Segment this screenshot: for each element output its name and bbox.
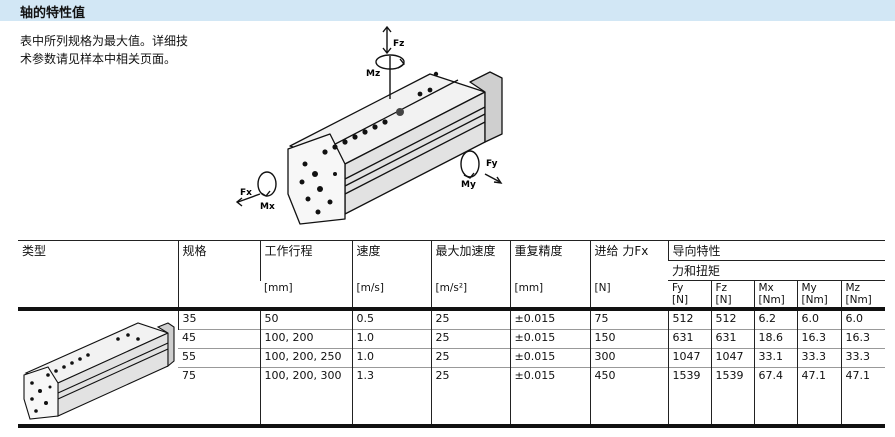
cell-fz: 512 [710, 307, 754, 330]
section-header-bar [0, 0, 895, 21]
intro-line-1: 表中所列规格为最大值。详细技 [20, 34, 189, 48]
cell-mz: 6.0 [840, 307, 886, 330]
subcol-mx: Mx[Nm] [753, 280, 797, 309]
cell-feed: 450 [589, 367, 668, 426]
cell-my: 16.3 [796, 329, 841, 349]
unit-feed: [N] [589, 280, 668, 309]
cell-size: 55 [178, 348, 260, 368]
cell-accel: 25 [430, 307, 510, 330]
cell-my: 47.1 [796, 367, 841, 426]
cell-repeat: ±0.015 [509, 329, 590, 349]
cell-fz: 1047 [710, 348, 754, 368]
cell-fz: 631 [710, 329, 754, 349]
cell-accel: 25 [430, 348, 510, 368]
cell-size: 45 [178, 329, 260, 349]
motor-block [469, 71, 503, 143]
cell-stroke: 100, 200, 250 [259, 348, 352, 368]
cell-stroke: 100, 200 [259, 329, 352, 349]
cell-my: 6.0 [796, 307, 841, 330]
cell-speed: 1.0 [351, 348, 431, 368]
cell-mz: 16.3 [840, 329, 886, 349]
cell-size: 35 [177, 307, 260, 330]
label-my: My [461, 180, 476, 190]
cell-accel: 25 [430, 329, 510, 349]
col-guide: 导向特性 [667, 240, 886, 261]
cell-my: 33.3 [796, 348, 841, 368]
cell-mx: 33.1 [753, 348, 797, 368]
label-fz: Fz [393, 39, 404, 49]
product-image-cell [18, 307, 178, 426]
cell-size: 75 [178, 367, 260, 426]
axis-force-diagram: Fz Mz Fy My Fx Mx [235, 25, 503, 225]
cell-repeat: ±0.015 [509, 367, 590, 426]
subcol-fz: Fz[N] [710, 280, 754, 309]
subcol-mz: Mz[Nm] [840, 280, 886, 309]
table-row: 35 50 0.5 25 ±0.015 75 512 512 6.2 6.0 6… [18, 307, 886, 426]
unit-repeat: [mm] [509, 280, 590, 309]
label-mz: Mz [366, 69, 380, 79]
cell-fy: 1047 [667, 348, 711, 368]
subcol-my: My[Nm] [796, 280, 841, 309]
cell-accel: 25 [430, 367, 510, 426]
cell-repeat: ±0.015 [509, 307, 590, 330]
col-type: 类型 [22, 244, 47, 258]
col-speed: 速度 [351, 240, 431, 281]
cell-stroke: 100, 200, 300 [259, 367, 352, 426]
table-row: 55 100, 200, 250 1.0 25 ±0.015 300 1047 … [18, 348, 886, 368]
cell-mx: 6.2 [753, 307, 797, 330]
cell-mz: 47.1 [840, 367, 886, 426]
col-accel: 最大加速度 [430, 240, 510, 281]
cell-mx: 18.6 [753, 329, 797, 349]
cell-fz: 1539 [710, 367, 754, 426]
cell-feed: 150 [589, 329, 668, 349]
cell-fy: 512 [667, 307, 711, 330]
cell-repeat: ±0.015 [509, 348, 590, 368]
cell-speed: 1.3 [351, 367, 431, 426]
cell-stroke: 50 [259, 307, 352, 330]
unit-stroke: [mm] [264, 281, 293, 294]
col-repeat: 重复精度 [509, 240, 590, 281]
cell-fy: 631 [667, 329, 711, 349]
cell-fy: 1539 [667, 367, 711, 426]
cell-speed: 0.5 [351, 307, 431, 330]
col-stroke: 工作行程 [259, 240, 352, 281]
subcol-fy: Fy[N] [672, 282, 689, 306]
col-feed: 进给 力Fx [589, 240, 668, 281]
intro-line-2: 术参数请见样本中相关页面。 [20, 52, 177, 66]
table-row: 45 100, 200 1.0 25 ±0.015 150 631 631 18… [18, 329, 886, 349]
cell-mx: 67.4 [753, 367, 797, 426]
product-image [23, 322, 175, 420]
table-row: 75 100, 200, 300 1.3 25 ±0.015 450 1539 … [18, 367, 886, 426]
mounting-holes [299, 71, 439, 215]
unit-accel: [m/s²] [430, 280, 510, 309]
cell-mz: 33.3 [840, 348, 886, 368]
label-fx: Fx [240, 188, 252, 198]
col-size: 规格 [177, 240, 260, 309]
cell-speed: 1.0 [351, 329, 431, 349]
specs-table: 类型 规格 工作行程 速度 最大加速度 重复精度 进给 力Fx 导向特性 力和扭… [18, 240, 886, 428]
label-mx: Mx [260, 202, 275, 212]
cell-feed: 75 [589, 307, 668, 330]
col-force-torque: 力和扭矩 [668, 260, 886, 281]
unit-speed: [m/s] [351, 280, 431, 309]
intro-text: 表中所列规格为最大值。详细技 术参数请见样本中相关页面。 [20, 32, 230, 68]
cell-feed: 300 [589, 348, 668, 368]
section-title: 轴的特性值 [20, 6, 86, 21]
label-fy: Fy [486, 159, 498, 169]
